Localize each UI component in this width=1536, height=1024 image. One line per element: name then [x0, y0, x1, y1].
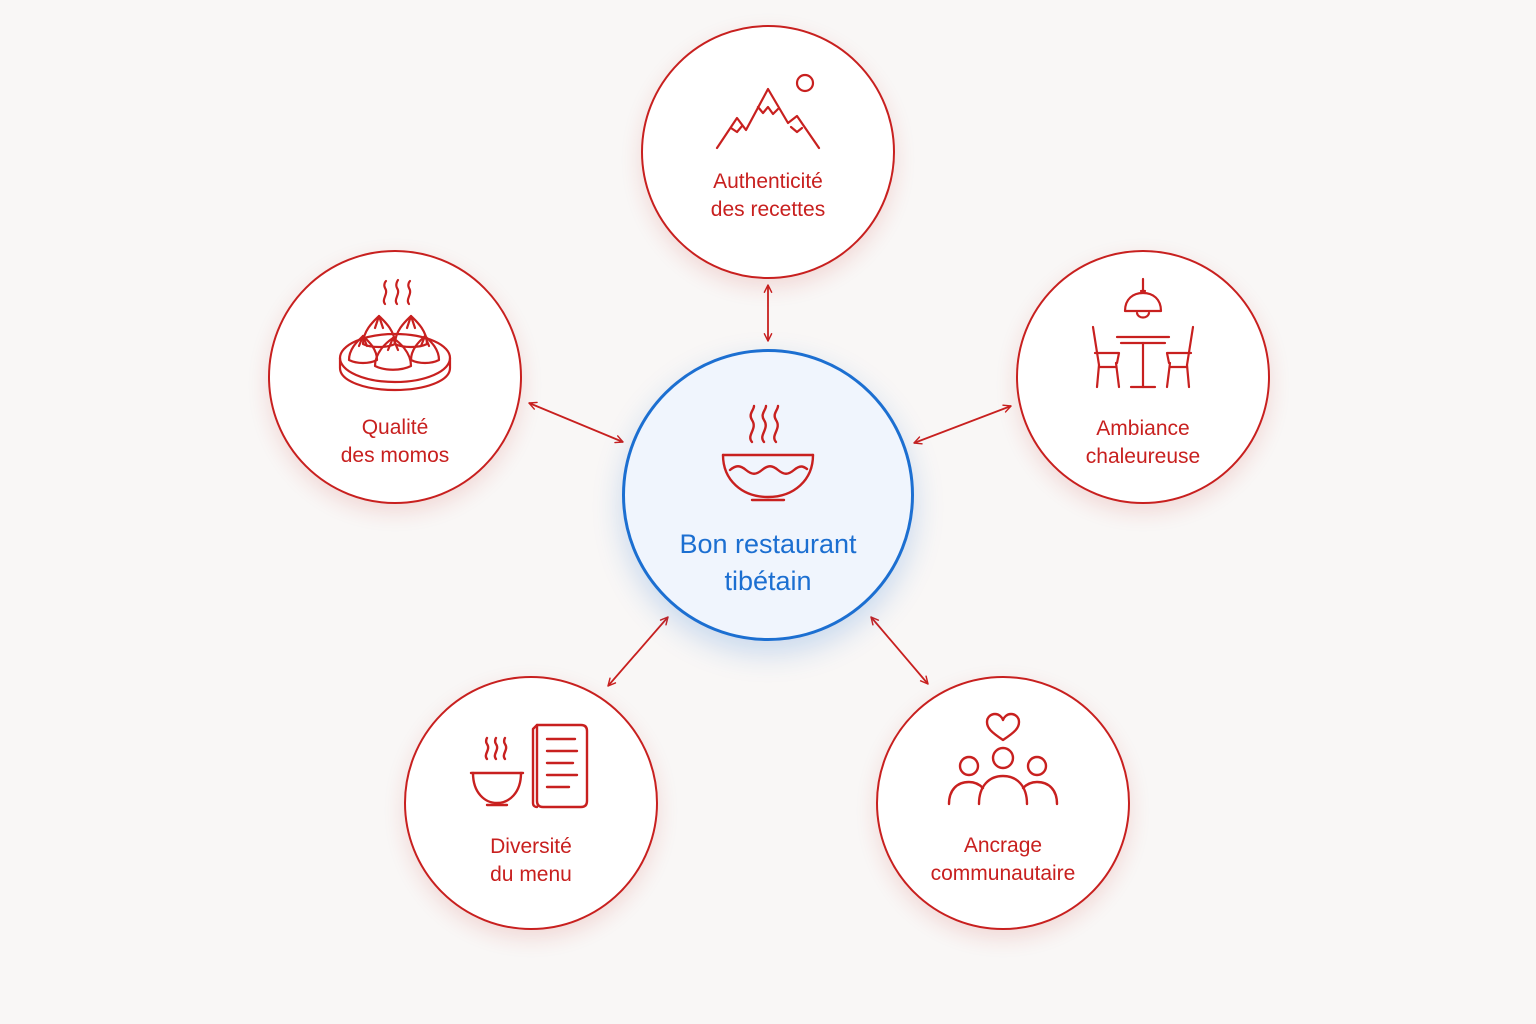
node-bottom-left-line1: Diversité — [490, 835, 572, 858]
node-bottom-left-line2: du menu — [490, 863, 572, 886]
center-node: Bon restaurant tibétain — [622, 349, 914, 641]
connector-bottom-left — [607, 616, 669, 687]
steaming-bowl-icon — [721, 404, 815, 502]
connector-bottom-right — [870, 616, 929, 685]
node-right-line2: chaleureuse — [1085, 445, 1201, 468]
node-bottom-right-line2: communautaire — [930, 862, 1076, 885]
table-lamp-chairs-icon — [1091, 277, 1195, 389]
node-top-line1: Authenticité — [713, 170, 823, 193]
community-heart-icon — [947, 712, 1059, 806]
node-authenticite-des-recettes: Authenticité des recettes — [641, 25, 895, 279]
node-diversite-du-menu: Diversité du menu — [404, 676, 658, 930]
node-qualite-des-momos: Qualité des momos — [268, 250, 522, 504]
node-bottom-right-label: Ancrage communautaire — [931, 832, 1076, 888]
node-bottom-right-line1: Ancrage — [963, 834, 1043, 857]
node-bottom-left-label: Diversité du menu — [490, 833, 572, 889]
node-left-line2: des momos — [340, 444, 450, 467]
bowl-menu-icon — [469, 723, 589, 809]
mountains-sun-icon — [715, 73, 821, 150]
center-label-line1: Bon restaurant — [679, 529, 857, 559]
node-top-label: Authenticité des recettes — [711, 168, 825, 224]
node-left-line1: Qualité — [361, 416, 429, 439]
center-label-line2: tibétain — [724, 566, 812, 596]
connector-left — [528, 401, 624, 444]
center-label: Bon restaurant tibétain — [679, 526, 856, 600]
connector-right — [913, 404, 1012, 445]
node-ancrage-communautaire: Ancrage communautaire — [876, 676, 1130, 930]
node-left-label: Qualité des momos — [341, 414, 450, 470]
momos-plate-icon — [338, 278, 452, 392]
node-right-label: Ambiance chaleureuse — [1086, 415, 1200, 471]
node-right-line1: Ambiance — [1096, 417, 1190, 440]
node-ambiance-chaleureuse: Ambiance chaleureuse — [1016, 250, 1270, 504]
node-top-line2: des recettes — [710, 198, 826, 221]
